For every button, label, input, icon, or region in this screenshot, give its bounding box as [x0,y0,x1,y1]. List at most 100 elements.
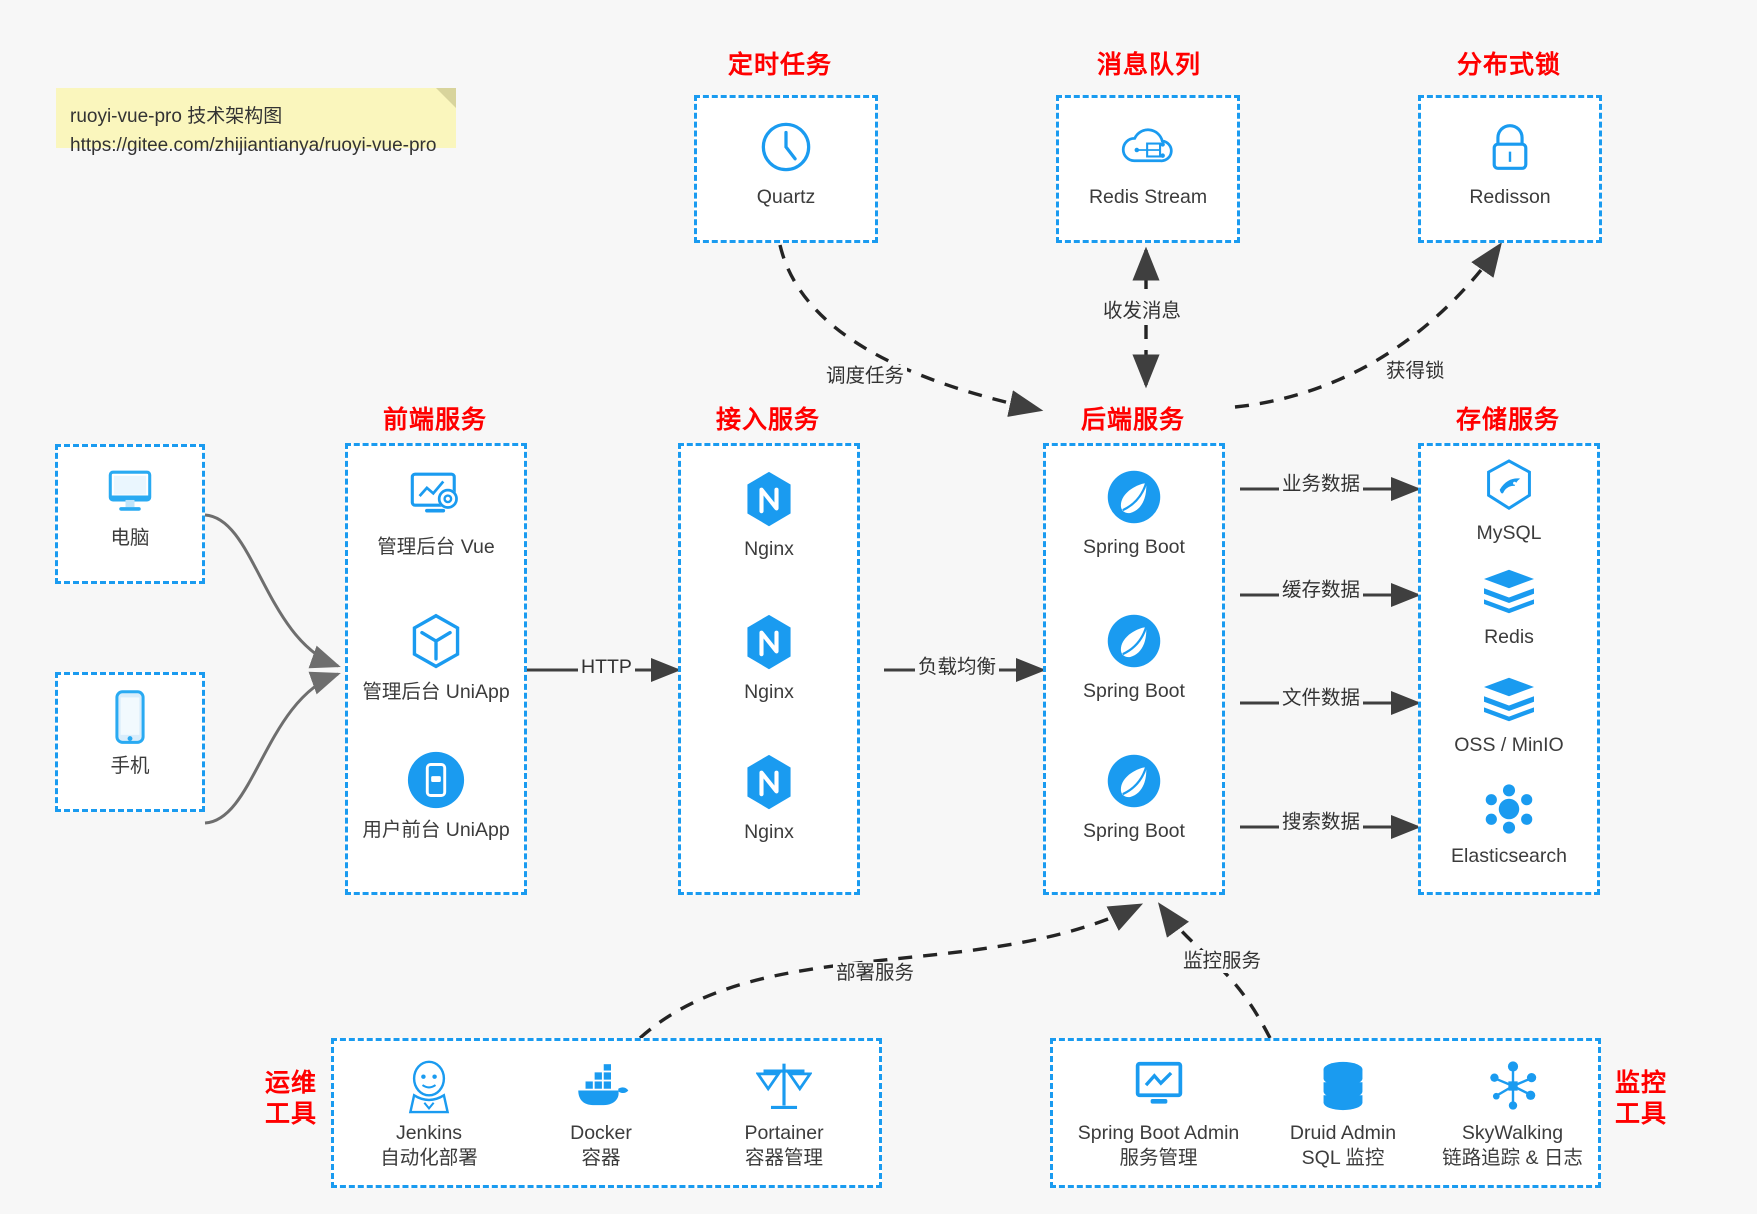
docker-whale-icon [526,1057,676,1115]
edge-label-http: HTTP [578,656,635,680]
backend-box: Spring Boot Spring Boot Spring Boot [1043,443,1225,895]
node-label: Spring Boot Admin [1077,1122,1240,1144]
node-label: Docker [570,1122,632,1144]
note-line-2: https://gitee.com/zhijiantianya/ruoyi-vu… [70,135,437,157]
node-admin-uniapp[interactable]: 管理后台 UniApp [348,611,524,706]
edge-label-send-receive-msg: 收发消息 [1100,300,1185,324]
node-desktop[interactable]: 电脑 [58,463,202,552]
edge-label-monitor-service: 监控服务 [1180,950,1265,974]
group-title-monitor-line1: 监控 [1614,1069,1667,1097]
node-nginx-1[interactable]: Nginx [681,468,857,563]
node-mobile[interactable]: 手机 [58,689,202,780]
node-label: 管理后台 UniApp [362,681,510,703]
nginx-icon [681,611,857,673]
node-sublabel: 容器管理 [744,1147,823,1170]
node-label: OSS / MinIO [1454,734,1564,756]
mobile-icon [58,689,202,747]
group-title-ops: 运维 工具 [258,1068,324,1129]
group-title-gateway: 接入服务 [715,406,820,434]
edge-label-acquire-lock: 获得锁 [1383,360,1448,384]
node-label: Redisson [1469,186,1551,208]
node-skywalking[interactable]: SkyWalking 链路追踪 & 日志 [1425,1057,1600,1172]
node-nginx-2[interactable]: Nginx [681,611,857,706]
node-label: Spring Boot [1083,820,1185,842]
note-line-1: ruoyi-vue-pro 技术架构图 [70,106,283,127]
node-nginx-3[interactable]: Nginx [681,751,857,846]
group-title-storage: 存储服务 [1455,406,1560,434]
node-admin-vue[interactable]: 管理后台 Vue [348,466,524,561]
node-quartz[interactable]: Quartz [697,116,875,211]
frontend-box: 管理后台 Vue 管理后台 UniApp 用户前台 UniApp [345,443,527,895]
node-redis-stream[interactable]: Redis Stream [1059,116,1237,211]
spring-leaf-icon [1046,466,1222,528]
node-label: SkyWalking [1461,1122,1564,1144]
edge-label-business-data: 业务数据 [1279,473,1364,497]
node-spring-boot-2[interactable]: Spring Boot [1046,610,1222,705]
clock-icon [697,116,875,178]
spring-leaf-icon [1046,750,1222,812]
group-title-monitor-line2: 工具 [1614,1099,1667,1128]
group-title-lock: 分布式锁 [1456,51,1561,79]
jenkins-butler-icon [354,1057,504,1115]
node-druid-admin[interactable]: Druid Admin SQL 监控 [1263,1057,1423,1172]
node-jenkins[interactable]: Jenkins 自动化部署 [354,1057,504,1172]
node-label: Quartz [756,186,816,208]
spring-leaf-icon [1046,610,1222,672]
node-spring-boot-admin[interactable]: Spring Boot Admin 服务管理 [1061,1057,1256,1172]
group-title-ops-line2: 工具 [264,1099,317,1128]
nginx-icon [681,751,857,813]
node-label: Nginx [744,681,794,703]
scales-icon [704,1057,864,1115]
node-redis[interactable]: Redis [1421,564,1597,651]
node-docker[interactable]: Docker 容器 [526,1057,676,1172]
group-title-mq: 消息队列 [1096,51,1201,79]
cube-icon [348,611,524,673]
group-title-monitor: 监控 工具 [1608,1068,1674,1129]
mq-box: Redis Stream [1056,95,1240,243]
group-title-scheduler: 定时任务 [727,51,832,79]
group-title-ops-line1: 运维 [264,1069,317,1097]
database-icon [1263,1057,1423,1115]
edge-label-deploy-service: 部署服务 [833,962,918,986]
node-portainer[interactable]: Portainer 容器管理 [704,1057,864,1172]
node-mysql[interactable]: MySQL [1421,458,1597,547]
node-sublabel: 链路追踪 & 日志 [1442,1147,1583,1170]
node-oss-minio[interactable]: OSS / MinIO [1421,672,1597,759]
node-label: Spring Boot [1083,680,1185,702]
node-sublabel: SQL 监控 [1301,1147,1385,1170]
desktop-icon [58,463,202,519]
edge-label-file-data: 文件数据 [1279,687,1364,711]
lock-box: Redisson [1418,95,1602,243]
node-label: Druid Admin [1289,1122,1397,1144]
monitor-chart-icon [1061,1057,1256,1115]
node-label: MySQL [1476,522,1542,544]
phone-app-icon [348,749,524,811]
node-label: Nginx [744,821,794,843]
node-label: 用户前台 UniApp [362,819,510,841]
node-label: Elasticsearch [1451,845,1567,867]
note-card: ruoyi-vue-pro 技术架构图 https://gitee.com/zh… [56,88,456,156]
storage-box: MySQL Redis OSS / MinIO [1418,443,1600,895]
node-elasticsearch[interactable]: Elasticsearch [1421,781,1597,870]
node-label: Nginx [744,538,794,560]
node-label: Spring Boot [1083,536,1185,558]
node-label: 管理后台 Vue [377,536,495,558]
skywalking-icon [1425,1057,1600,1115]
node-spring-boot-1[interactable]: Spring Boot [1046,466,1222,561]
node-sublabel: 自动化部署 [380,1147,478,1170]
node-redisson[interactable]: Redisson [1421,116,1599,211]
node-label: Redis Stream [1088,186,1208,208]
node-label: Jenkins [395,1122,463,1144]
node-label: Redis [1484,626,1534,648]
node-label: Portainer [744,1122,824,1144]
elasticsearch-icon [1421,781,1597,837]
scheduler-box: Quartz [694,95,878,243]
nginx-icon [681,468,857,530]
node-spring-boot-3[interactable]: Spring Boot [1046,750,1222,845]
object-storage-icon [1421,672,1597,726]
mysql-dolphin-icon [1421,458,1597,514]
dashboard-gear-icon [348,466,524,528]
node-user-uniapp[interactable]: 用户前台 UniApp [348,749,524,844]
ops-box: Jenkins 自动化部署 Docker 容器 [331,1038,882,1188]
